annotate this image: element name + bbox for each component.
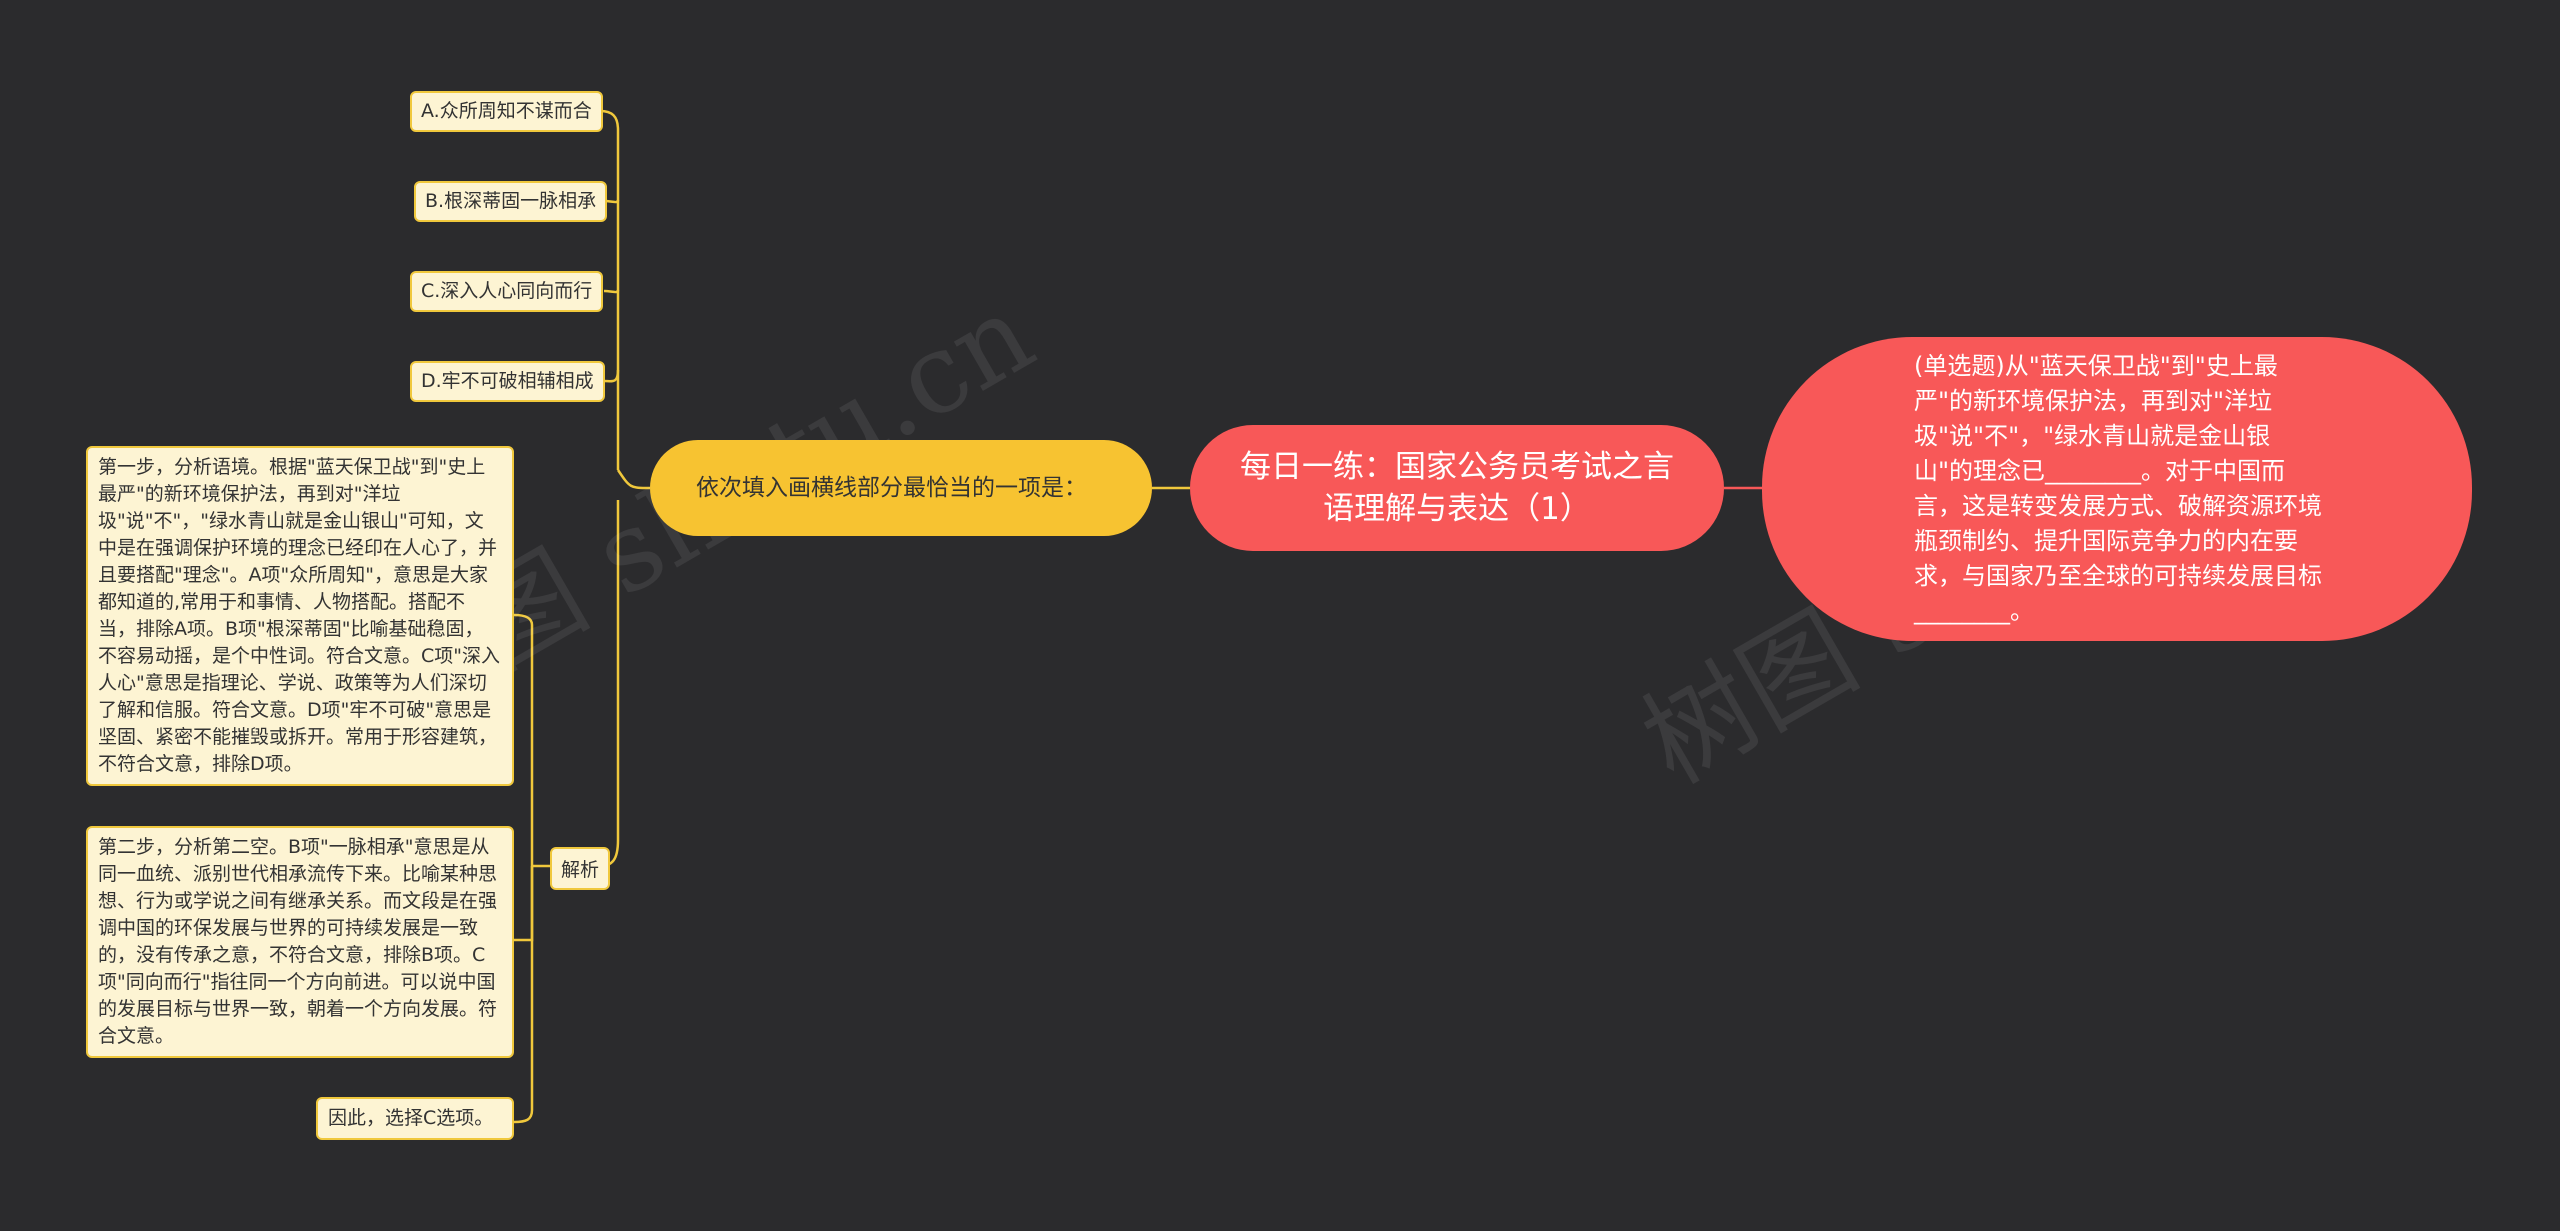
option-b[interactable]: B.根深蒂固一脉相承: [414, 181, 608, 222]
option-a-label: A.众所周知不谋而合: [421, 100, 592, 122]
analysis-node[interactable]: 解析: [550, 847, 611, 890]
analysis-step-two-text: 第二步，分析第二空。B项"一脉相承"意思是从同一血统、派别世代相承流传下来。比喻…: [98, 836, 498, 1047]
analysis-conclusion[interactable]: 因此，选择C选项。: [316, 1097, 514, 1140]
analysis-step-one[interactable]: 第一步，分析语境。根据"蓝天保卫战"到"史上最严"的新环境保护法，再到对"洋垃圾…: [86, 446, 514, 786]
root-title: 每日一练：国家公务员考试之言语理解与表达（1）: [1240, 449, 1674, 527]
question-node[interactable]: 依次填入画横线部分最恰当的一项是：: [650, 440, 1152, 536]
option-d[interactable]: D.牢不可破相辅相成: [410, 361, 605, 402]
option-b-label: B.根深蒂固一脉相承: [425, 190, 597, 212]
question-text: 依次填入画横线部分最恰当的一项是：: [696, 474, 1087, 501]
question-stem-text: (单选题)从"蓝天保卫战"到"史上最严"的新环境保护法，再到对"洋垃圾"说"不"…: [1914, 352, 2322, 625]
option-d-label: D.牢不可破相辅相成: [421, 370, 594, 392]
analysis-step-one-text: 第一步，分析语境。根据"蓝天保卫战"到"史上最严"的新环境保护法，再到对"洋垃圾…: [98, 456, 501, 775]
option-a[interactable]: A.众所周知不谋而合: [410, 91, 603, 132]
question-stem-node[interactable]: (单选题)从"蓝天保卫战"到"史上最严"的新环境保护法，再到对"洋垃圾"说"不"…: [1762, 337, 2472, 641]
root-node[interactable]: 每日一练：国家公务员考试之言语理解与表达（1）: [1190, 425, 1724, 551]
analysis-conclusion-text: 因此，选择C选项。: [328, 1107, 494, 1129]
option-c-label: C.深入人心同向而行: [421, 280, 593, 302]
analysis-step-two[interactable]: 第二步，分析第二空。B项"一脉相承"意思是从同一血统、派别世代相承流传下来。比喻…: [86, 826, 514, 1058]
analysis-label: 解析: [561, 859, 600, 881]
option-c[interactable]: C.深入人心同向而行: [410, 271, 604, 312]
